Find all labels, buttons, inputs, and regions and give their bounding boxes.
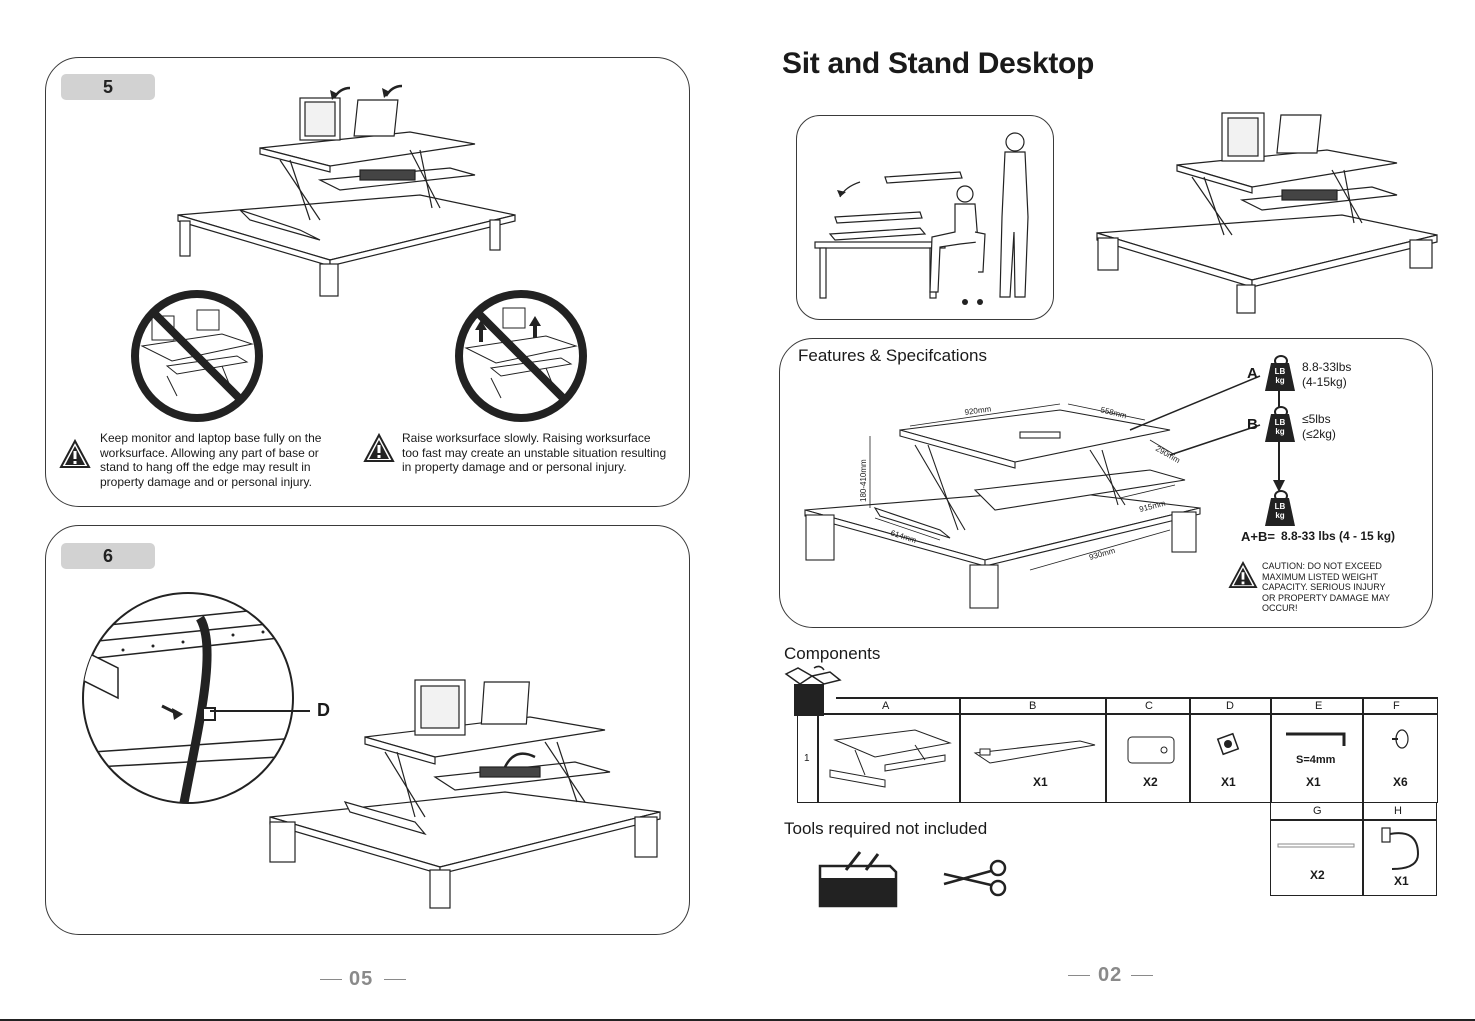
step6-desk-illustration (269, 679, 661, 909)
dim-height: 180-410mm (859, 459, 868, 502)
quantity-e-size: S=4mm (1296, 754, 1336, 766)
weight-b-capacity: ≤5lbs (≤2kg) (1302, 412, 1336, 441)
weight-total-label: A+B= (1241, 529, 1275, 544)
page-number-left: 05 (349, 968, 374, 990)
column-divider (1189, 697, 1191, 802)
column-divider (1362, 802, 1364, 895)
box-icon (784, 665, 842, 716)
page-number-rule (1131, 975, 1153, 976)
column-header-g: G (1313, 805, 1322, 817)
column-header-h: H (1394, 805, 1402, 817)
step6-badge: 6 (61, 543, 155, 569)
component-e-hex-key-illustration (1286, 732, 1346, 746)
scissors-icon (943, 859, 1007, 897)
warning-text-raise: Raise worksurface slowly. Raising worksu… (402, 431, 667, 475)
quantity-d: X1 (1221, 775, 1236, 789)
kg-label: kg (1275, 511, 1285, 520)
lb-label: LB (1274, 367, 1286, 376)
components-table-header-rule (1270, 819, 1436, 821)
tools-heading: Tools required not included (784, 819, 988, 838)
quantity-h: X1 (1394, 874, 1409, 888)
lb-label: LB (1274, 502, 1286, 511)
row-number: 1 (804, 753, 810, 764)
weight-label-a: A (1247, 365, 1258, 382)
component-d-cable-clip-illustration (1216, 732, 1240, 756)
chain-line (1278, 390, 1280, 408)
dim-top-width: 920mm (964, 404, 992, 417)
quantity-b: X1 (1033, 775, 1048, 789)
warning-icon (1228, 560, 1258, 588)
page-number-rule (384, 979, 406, 980)
sit-stand-people-illustration (814, 132, 1029, 305)
column-divider (959, 697, 961, 802)
page-bottom-border (0, 1019, 1475, 1021)
row-number-divider (817, 713, 819, 802)
component-c-bracket-illustration (1127, 736, 1175, 764)
column-divider (1105, 697, 1107, 802)
column-header-b: B (1029, 700, 1037, 712)
warning-text-overhang: Keep monitor and laptop base fully on th… (100, 431, 322, 489)
lb-label: LB (1274, 418, 1286, 427)
weight-a-capacity: 8.8-33lbs (4-15kg) (1302, 360, 1352, 389)
desk-overview-illustration (1096, 112, 1438, 314)
callout-line (210, 710, 310, 712)
page-title: Sit and Stand Desktop (782, 47, 1095, 80)
column-header-f: F (1393, 700, 1400, 712)
kg-label: kg (1275, 427, 1285, 436)
components-table-header-rule (836, 697, 1437, 699)
dimension-diagram: 920mm 558mm 290mm 180-410mm 614mm 915mm … (804, 403, 1201, 609)
column-header-e: E (1315, 700, 1323, 712)
component-f-screw-illustration (1392, 729, 1409, 749)
component-b-keyboard-tray-illustration (973, 740, 1096, 764)
features-heading: Features & Specifcations (798, 346, 987, 365)
step5-desk-illustration (177, 84, 516, 297)
cable-clip-detail-illustration (82, 592, 294, 804)
component-a-riser-illustration (829, 729, 952, 788)
component-h-power-adapter-illustration (1381, 827, 1420, 870)
quantity-g: X2 (1310, 868, 1325, 882)
quantity-f: X6 (1393, 775, 1408, 789)
components-heading: Components (784, 644, 881, 663)
down-arrow-icon (1273, 442, 1285, 492)
prohibited-fast-raise-icon (455, 290, 587, 422)
warning-icon (59, 438, 91, 468)
callout-label-d: D (317, 700, 330, 720)
dim-base-width: 930mm (1088, 546, 1116, 562)
weight-total-capacity: 8.8-33 lbs (4 - 15 kg) (1281, 529, 1396, 543)
step5-badge: 5 (61, 74, 155, 100)
prohibited-overhang-icon (131, 290, 263, 422)
kg-label: kg (1275, 376, 1285, 385)
column-header-d: D (1226, 700, 1234, 712)
warning-icon (363, 432, 395, 462)
weight-pointer-lines (1129, 375, 1261, 456)
toolbox-icon (818, 851, 898, 908)
weight-label-b: B (1247, 416, 1258, 433)
weight-total-icon: LB kg (1265, 490, 1295, 526)
column-divider (1362, 697, 1364, 802)
page-number-right: 02 (1098, 964, 1123, 986)
column-header-c: C (1145, 700, 1153, 712)
page-number-rule (320, 979, 342, 980)
weight-b-icon: LB kg (1265, 406, 1295, 442)
quantity-e: X1 (1306, 775, 1321, 789)
components-table (797, 697, 1438, 803)
components-table-header-rule (818, 713, 1437, 715)
column-divider (1270, 697, 1272, 802)
quantity-c: X2 (1143, 775, 1158, 789)
page-number-rule (1068, 975, 1090, 976)
extra-components-table (1270, 802, 1437, 896)
weight-caution-text: CAUTION: DO NOT EXCEED MAXIMUM LISTED WE… (1262, 561, 1391, 613)
column-header-a: A (882, 700, 890, 712)
component-g-rod-illustration (1277, 843, 1355, 848)
weight-a-icon: LB kg (1265, 355, 1295, 391)
